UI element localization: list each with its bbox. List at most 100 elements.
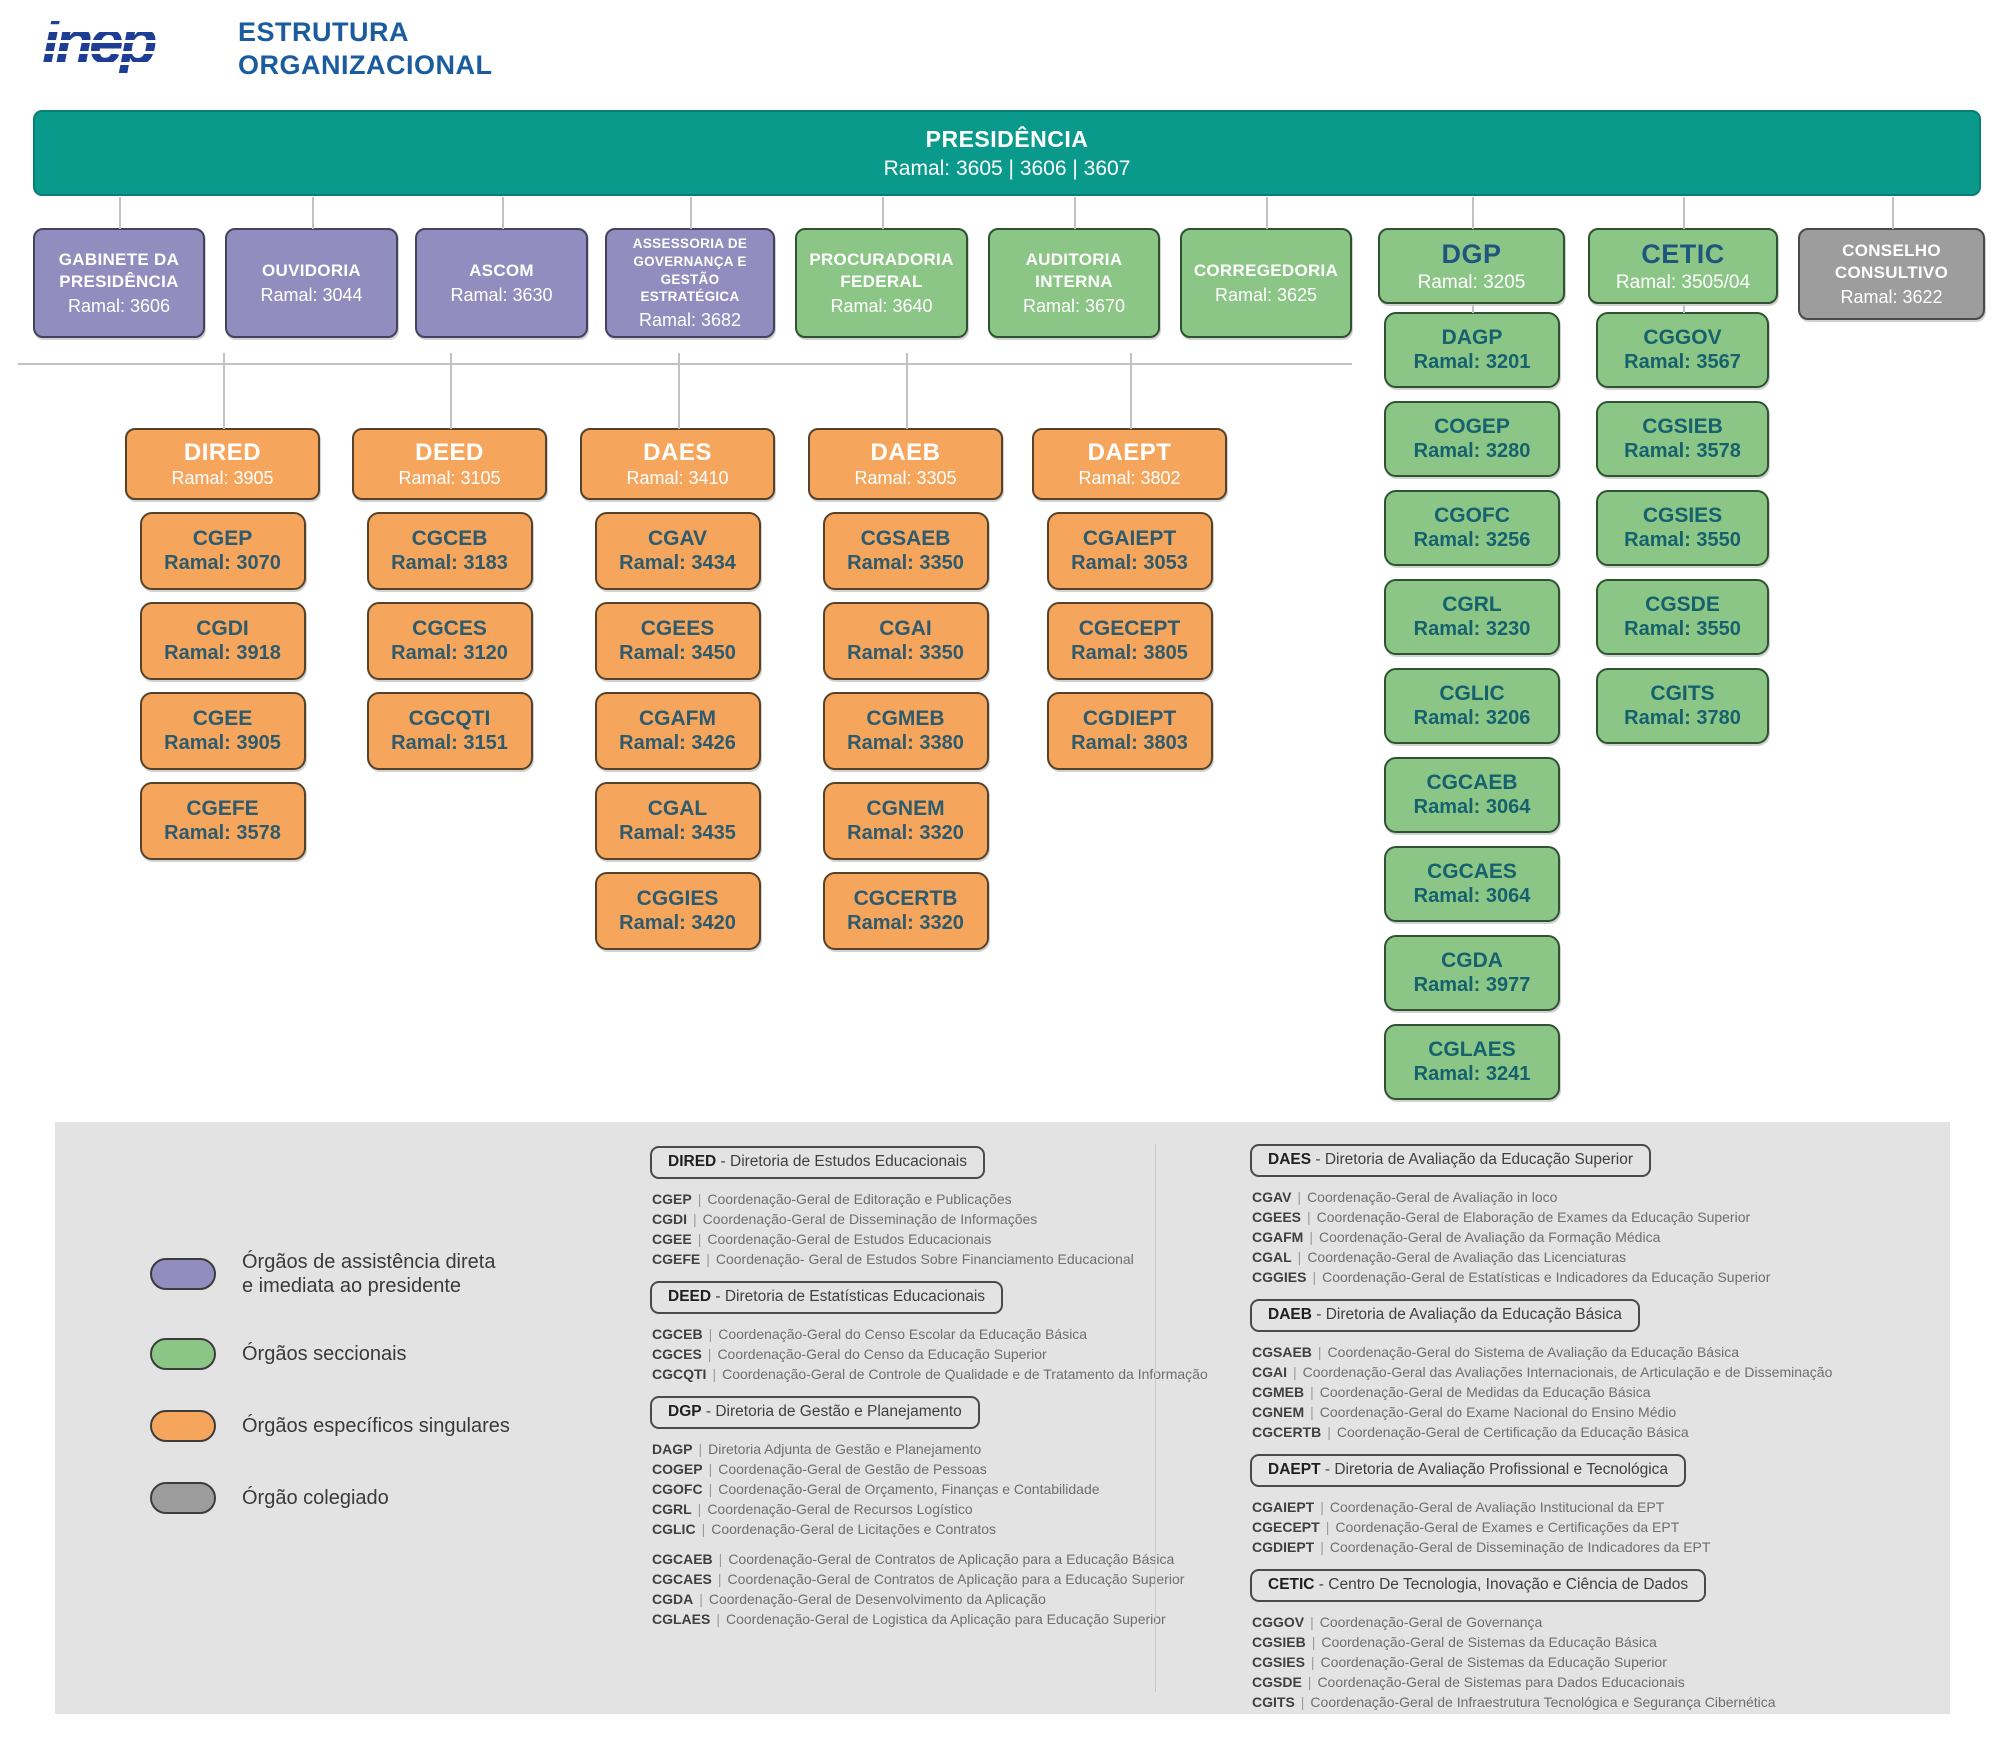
org-box-cgcertb-name: CGCERTB (853, 887, 958, 910)
org-box-cgcaeb-name: CGCAEB (1426, 771, 1518, 794)
org-box-cgmeb-name: CGMEB (866, 707, 945, 730)
legend-item-cgcaes: CGCAES|Coordenação-Geral de Contratos de… (652, 1571, 1185, 1587)
org-box-cgofc-ramal: Ramal: 3256 (1413, 529, 1531, 551)
legend-section-dired: DIRED - Diretoria de Estudos Educacionai… (650, 1146, 1208, 1269)
org-box-dagp-name: DAGP (1441, 326, 1503, 349)
org-box-corregedoria-name: CORREGEDORIA (1193, 260, 1339, 280)
legend-item-cgai: CGAI|Coordenação-Geral das Avaliações In… (1252, 1364, 1833, 1380)
legend-row-gray: Órgão colegiado (150, 1482, 610, 1514)
org-box-cgceb-ramal: Ramal: 3183 (391, 552, 508, 574)
org-box-cgecept-ramal: Ramal: 3805 (1071, 642, 1188, 664)
org-box-ouvidoria-name: OUVIDORIA (261, 260, 362, 280)
org-box-daeb-ramal: Ramal: 3305 (854, 468, 957, 488)
org-box-dagp-ramal: Ramal: 3201 (1413, 351, 1531, 373)
legend-item-cgee: CGEE|Coordenação-Geral de Estudos Educac… (652, 1231, 992, 1247)
org-box-cgsaeb-name: CGSAEB (860, 527, 951, 550)
org-box-cgal-ramal: Ramal: 3435 (619, 822, 736, 844)
org-box-cgai-name: CGAI (879, 617, 932, 640)
legend-section-items-deed: CGCEB|Coordenação-Geral do Censo Escolar… (652, 1324, 1208, 1384)
org-box-cgsde-ramal: Ramal: 3550 (1624, 618, 1741, 640)
org-box-cgsieb-ramal: Ramal: 3578 (1624, 440, 1741, 462)
org-box-cgee-ramal: Ramal: 3905 (164, 732, 281, 754)
legend-section-cetic: CETIC - Centro De Tecnologia, Inovação e… (1250, 1569, 1832, 1712)
org-box-gabinete-da-presidencia-ramal: Ramal: 3606 (67, 295, 171, 316)
org-box-cggies-ramal: Ramal: 3420 (619, 912, 736, 934)
inep-logo-stripes (42, 10, 222, 76)
org-box-daept-name: DAEPT (1087, 439, 1172, 466)
legend-item-cglic: CGLIC|Coordenação-Geral de Licitações e … (652, 1521, 997, 1537)
orange-pill-swatch (150, 1410, 216, 1442)
legend-section-dgp: DGP - Diretoria de Gestão e Planejamento… (650, 1396, 1208, 1629)
page-title-line2: ORGANIZACIONAL (238, 49, 493, 80)
org-box-cgcqti-ramal: Ramal: 3151 (391, 732, 508, 754)
legend-section-items-dgp: DAGP|Diretoria Adjunta de Gestão e Plane… (652, 1439, 1208, 1629)
org-box-cgrl-name: CGRL (1442, 593, 1502, 616)
org-box-cgav-ramal: Ramal: 3434 (619, 552, 736, 574)
org-box-cgafm-ramal: Ramal: 3426 (619, 732, 736, 754)
org-box-cgai-ramal: Ramal: 3350 (847, 642, 964, 664)
org-box-assessoria-de-governanca-e-gestao-estrategica-ramal: Ramal: 3682 (638, 309, 742, 330)
org-box-cetic-name: CETIC (1641, 238, 1725, 269)
page-title: ESTRUTURA ORGANIZACIONAL (238, 16, 492, 82)
legend-item-cgsaeb: CGSAEB|Coordenação-Geral do Sistema de A… (1252, 1344, 1739, 1360)
legend-section-daept: DAEPT - Diretoria de Avaliação Profissio… (1250, 1454, 1832, 1557)
org-box-cgits-name: CGITS (1650, 682, 1715, 705)
legend-section-title-dgp: DGP - Diretoria de Gestão e Planejamento (650, 1396, 980, 1429)
org-box-cggov-ramal: Ramal: 3567 (1624, 351, 1741, 373)
presidencia-name: PRESIDÊNCIA (925, 125, 1089, 152)
org-box-daes-ramal: Ramal: 3410 (626, 468, 729, 488)
org-box-procuradoria-federal-name: PROCURADORIA FEDERAL (809, 250, 954, 291)
page-title-line1: ESTRUTURA (238, 17, 409, 47)
org-box-cgees-ramal: Ramal: 3450 (619, 642, 736, 664)
org-box-deed-ramal: Ramal: 3105 (398, 468, 501, 488)
org-box-cogep-ramal: Ramal: 3280 (1413, 440, 1531, 462)
legend-section-daeb: DAEB - Diretoria de Avaliação da Educaçã… (1250, 1299, 1832, 1442)
org-box-dgp-ramal: Ramal: 3205 (1417, 272, 1526, 294)
legend-item-cgnem: CGNEM|Coordenação-Geral do Exame Naciona… (1252, 1404, 1677, 1420)
legend-section-title-daept: DAEPT - Diretoria de Avaliação Profissio… (1250, 1454, 1687, 1487)
org-box-cgits-ramal: Ramal: 3780 (1624, 707, 1741, 729)
legend-item-cgcqti: CGCQTI|Coordenação-Geral de Controle de … (652, 1366, 1208, 1382)
legend-item-cgecept: CGECEPT|Coordenação-Geral de Exames e Ce… (1252, 1519, 1680, 1535)
org-box-cgep-ramal: Ramal: 3070 (164, 552, 281, 574)
legend-section-title-dired: DIRED - Diretoria de Estudos Educacionai… (650, 1146, 985, 1179)
org-box-cgal-name: CGAL (647, 797, 708, 820)
org-box-cgnem-name: CGNEM (866, 797, 945, 820)
org-box-cgsies-name: CGSIES (1642, 504, 1723, 527)
org-box-cgdi-name: CGDI (196, 617, 249, 640)
legend-item-cgav: CGAV|Coordenação-Geral de Avaliação in l… (1252, 1189, 1558, 1205)
org-box-cgces-name: CGCES (412, 617, 487, 640)
legend-item-cggies: CGGIES|Coordenação-Geral de Estatísticas… (1252, 1269, 1771, 1285)
org-box-ascom-name: ASCOM (469, 260, 534, 280)
legend-label-orange: Órgãos específicos singulares (242, 1415, 510, 1437)
legend-item-cgcertb: CGCERTB|Coordenação-Geral de Certificaçã… (1252, 1424, 1689, 1440)
org-box-cglaes-name: CGLAES (1428, 1038, 1516, 1061)
org-box-cgda-ramal: Ramal: 3977 (1413, 974, 1531, 996)
org-box-cglic-ramal: Ramal: 3206 (1413, 707, 1531, 729)
org-box-ouvidoria-ramal: Ramal: 3044 (260, 285, 363, 306)
